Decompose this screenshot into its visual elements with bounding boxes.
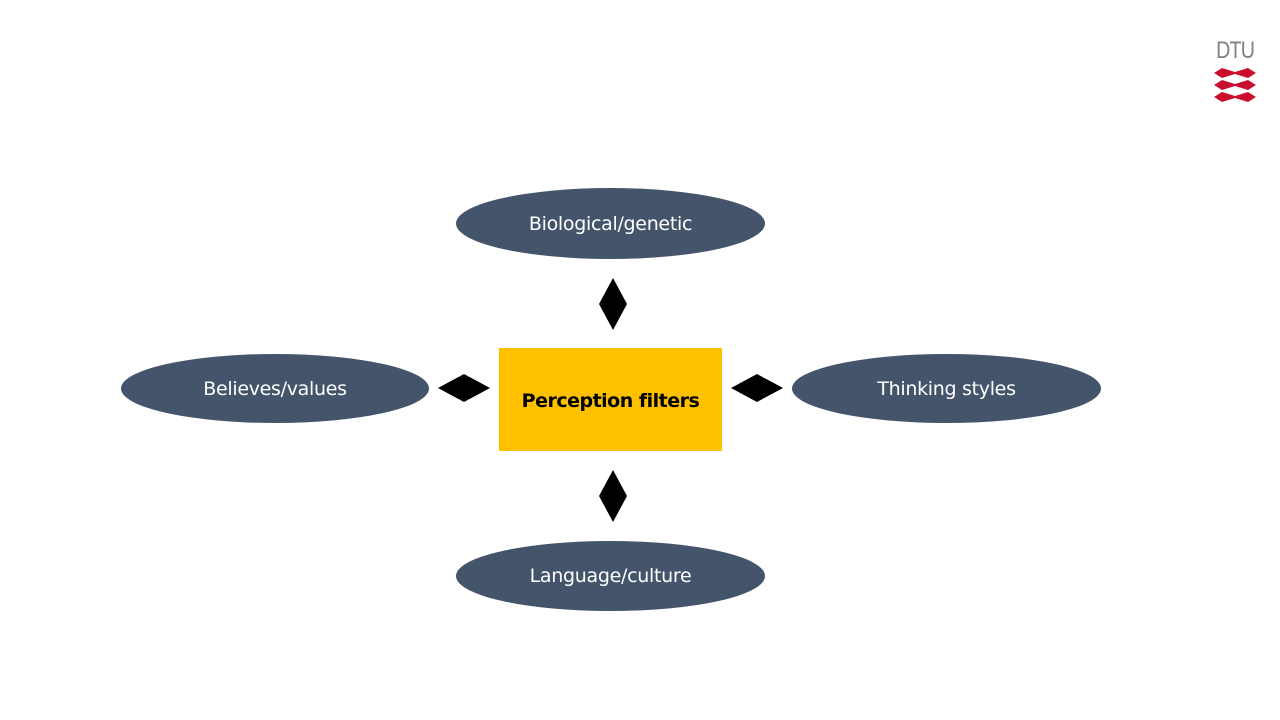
diamond-connector-bottom-icon <box>599 470 627 522</box>
diamond-connector-left-icon <box>438 374 490 402</box>
node-label: Biological/genetic <box>528 212 693 235</box>
dtu-wave-mark-icon <box>1214 68 1256 102</box>
diamond-connector-top-icon <box>599 278 627 330</box>
node-language-culture: Language/culture <box>456 541 765 611</box>
logo-text: DTU <box>1216 37 1255 64</box>
dtu-logo: DTU <box>1212 38 1258 104</box>
node-thinking-styles: Thinking styles <box>792 354 1101 423</box>
diamond-connector-right-icon <box>731 374 783 402</box>
node-label: Language/culture <box>529 565 692 587</box>
center-box-perception-filters: Perception filters <box>499 348 722 451</box>
node-label: Believes/values <box>203 377 347 400</box>
center-label: Perception filters <box>521 389 700 412</box>
node-biological-genetic: Biological/genetic <box>456 188 765 259</box>
node-label: Thinking styles <box>877 377 1016 400</box>
node-believes-values: Believes/values <box>121 354 429 423</box>
